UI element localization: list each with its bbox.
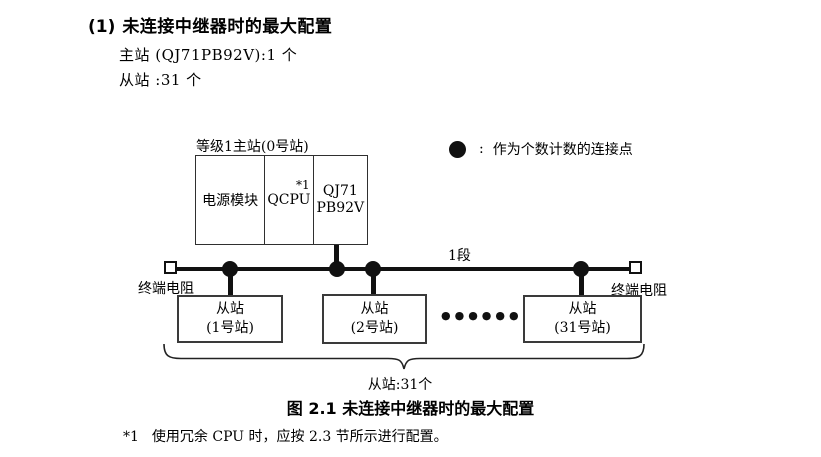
segment-label: 1段 xyxy=(448,248,471,264)
terminator-icon-left xyxy=(164,261,177,274)
legend-text: 作为个数计数的连接点 xyxy=(492,142,633,158)
slave1-label-line2: (1号站) xyxy=(206,320,254,336)
section-title: 未连接中继器时的最大配置 xyxy=(122,17,333,37)
master-station-box: 电源模块 *1 QCPU QJ71 PB92V xyxy=(195,155,368,245)
section-number: (1) xyxy=(88,17,116,37)
slave-count-line: 从站 :31 个 xyxy=(119,71,202,89)
pb92v-label-line2: PB92V xyxy=(316,200,365,216)
footnote: *1 使用冗余 CPU 时，应按 2.3 节所示进行配置。 xyxy=(123,426,448,446)
slave-station-2-box: 从站 (2号站) xyxy=(322,294,427,344)
legend-colon: : xyxy=(479,141,484,157)
footnote-ref-marker: *1 xyxy=(295,178,310,192)
pb92v-cell: QJ71 PB92V xyxy=(314,156,367,244)
connection-point-dot xyxy=(329,261,345,277)
brace-graphic xyxy=(163,343,645,370)
slave1-label-line1: 从站 xyxy=(216,301,244,317)
connection-point-dot xyxy=(222,261,238,277)
pb92v-label-line1: QJ71 xyxy=(322,183,358,199)
legend: : 作为个数计数的连接点 xyxy=(449,139,633,159)
ellipsis-dots: ●●●●●● xyxy=(441,309,523,322)
terminator-label-left: 终端电阻 xyxy=(138,281,194,297)
terminator-icon-right xyxy=(629,261,642,274)
bus-line xyxy=(171,267,637,271)
slave-station-1-box: 从站 (1号站) xyxy=(177,295,283,343)
slave1-drop-line xyxy=(228,269,233,296)
qcpu-label: QCPU xyxy=(267,192,311,208)
slave-station-31-box: 从站 (31号站) xyxy=(523,295,642,343)
slave31-label-line2: (31号站) xyxy=(554,320,611,336)
slave31-drop-line xyxy=(579,269,584,296)
connection-point-dot xyxy=(365,261,381,277)
qcpu-cell: *1 QCPU xyxy=(265,156,314,244)
slave2-label-line1: 从站 xyxy=(360,301,389,317)
footnote-text: 使用冗余 CPU 时，应按 2.3 节所示进行配置。 xyxy=(151,429,448,445)
connection-point-icon xyxy=(449,140,466,158)
power-module-cell: 电源模块 xyxy=(196,156,266,244)
master-station-label: 等级1主站(0号站) xyxy=(196,139,309,155)
slave31-label-line1: 从站 xyxy=(568,301,597,317)
footnote-marker: *1 xyxy=(123,429,139,445)
section-heading: (1) 未连接中继器时的最大配置 xyxy=(88,12,332,37)
brace-label: 从站:31个 xyxy=(367,377,433,393)
master-drop-line xyxy=(334,245,339,269)
connection-point-dot xyxy=(573,261,589,277)
figure-caption: 图 2.1 未连接中继器时的最大配置 xyxy=(286,399,535,418)
slave2-drop-line xyxy=(371,269,376,295)
master-count-line: 主站 (QJ71PB92V):1 个 xyxy=(119,46,298,64)
slave2-label-line2: (2号站) xyxy=(350,320,399,336)
